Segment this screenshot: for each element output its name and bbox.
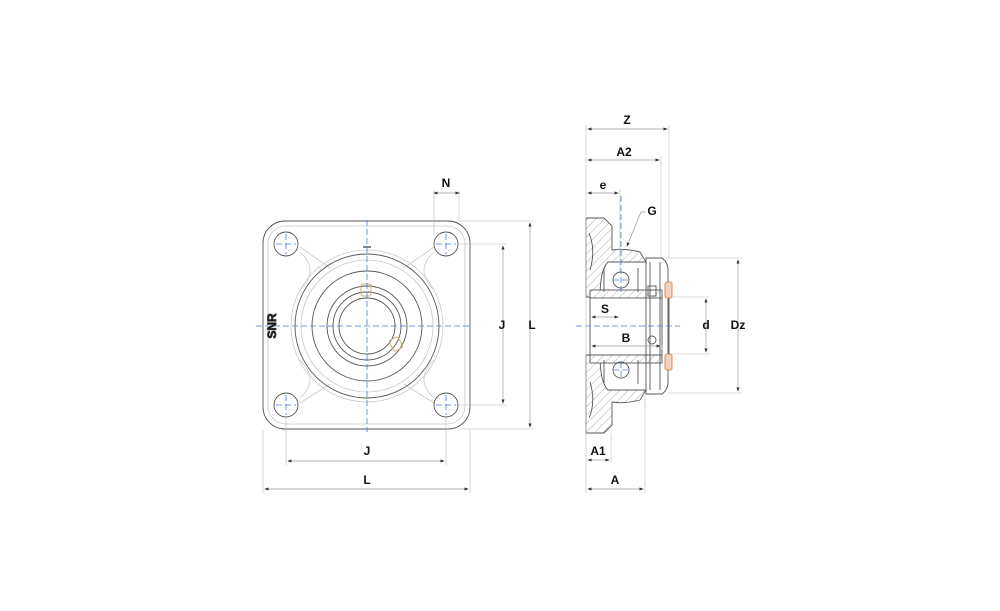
- flange-inner-edge: [267, 225, 466, 425]
- end-cover: [645, 257, 669, 395]
- housing-section-bottom: [585, 354, 647, 434]
- inner-ring-section-bottom: [589, 354, 663, 364]
- dim-label-z: Z: [623, 113, 630, 127]
- dim-label-a: A: [611, 473, 620, 487]
- dim-label-j-vertical: J: [499, 318, 506, 332]
- dim-label-s: S: [601, 302, 609, 316]
- front-view: SNR N J L J L: [256, 176, 536, 493]
- seal-top: [664, 281, 673, 299]
- dim-label-j-horizontal: J: [364, 444, 371, 458]
- bearing-shields: [603, 268, 639, 384]
- flange-ribs: [299, 246, 435, 404]
- dim-label-a2: A2: [616, 145, 632, 159]
- set-screw: [647, 285, 657, 297]
- dim-label-g: G: [647, 204, 656, 218]
- extension-lines: [585, 125, 742, 493]
- dim-label-dz: Dz: [731, 318, 746, 332]
- housing-spherical-seat: [588, 232, 594, 419]
- bolt-hole: [273, 231, 299, 257]
- dim-label-l-horizontal: L: [363, 473, 370, 487]
- seal-bottom: [664, 353, 673, 371]
- housing-section-top: [585, 217, 647, 298]
- dim-label-l-vertical: L: [528, 318, 535, 332]
- set-screw-icon: [388, 336, 404, 352]
- ball-centerlines: [613, 196, 629, 378]
- flange-ribs: [299, 251, 435, 399]
- inner-ring-section-top: [589, 289, 663, 299]
- flange-outline: [262, 220, 471, 430]
- bolt-hole: [273, 392, 299, 418]
- snr-logo: SNR: [265, 313, 279, 339]
- dim-label-e: e: [600, 178, 607, 192]
- bolt-holes: [273, 231, 459, 418]
- side-view: Z A2 e G Dz d S B A1 A: [576, 113, 745, 493]
- set-screw-hole: [647, 335, 657, 345]
- leader-line-g: [626, 211, 646, 247]
- dim-label-b: B: [622, 331, 631, 345]
- dim-label-n: N: [442, 176, 451, 190]
- bolt-hole-centerlines: [276, 234, 456, 415]
- dim-label-a1: A1: [590, 444, 606, 458]
- extension-lines: [262, 190, 534, 493]
- grease-nipple-icon: [360, 283, 372, 297]
- dim-label-d: d: [702, 318, 709, 332]
